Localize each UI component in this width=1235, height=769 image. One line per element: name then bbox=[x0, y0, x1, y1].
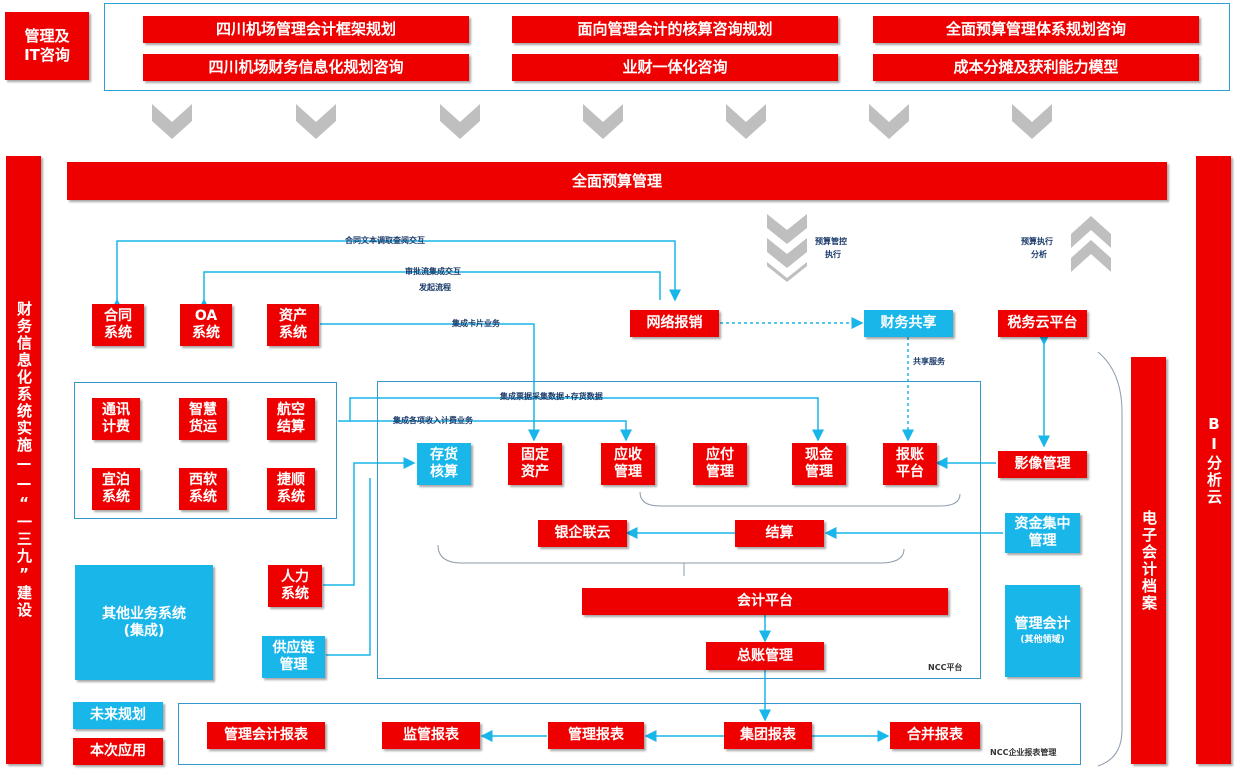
consulting-item: 全面预算管理体系规划咨询 bbox=[873, 16, 1199, 43]
aviation-settlement: 航空结算 bbox=[267, 398, 315, 440]
consulting-frame bbox=[104, 3, 1230, 91]
legend-current-application: 本次应用 bbox=[73, 738, 163, 765]
management-accounting: 管理会计 (其他领域) bbox=[1005, 585, 1080, 677]
bi-cloud-bar: BI分析云 bbox=[1196, 156, 1231, 764]
image-management: 影像管理 bbox=[998, 451, 1087, 478]
other-business-systems: 其他业务系统(集成) bbox=[75, 565, 213, 680]
fund-centralized-management: 资金集中管理 bbox=[1005, 513, 1080, 553]
settlement: 结算 bbox=[735, 520, 824, 547]
accounting-platform: 会计平台 bbox=[582, 588, 948, 615]
connector-lines bbox=[111, 240, 1050, 742]
report-group: 集团报表 bbox=[724, 722, 812, 749]
dotted-lines bbox=[720, 317, 914, 442]
jieshun-system: 捷顺系统 bbox=[267, 468, 315, 510]
business-systems-group bbox=[74, 382, 337, 519]
card-asset-note: 集成卡片业务 bbox=[452, 319, 500, 328]
budget-exec2-note: 预算执行 bbox=[1021, 237, 1053, 246]
parking-system: 宜泊系统 bbox=[92, 468, 140, 510]
consulting-item: 四川机场管理会计框架规划 bbox=[143, 16, 469, 43]
status-return-note: 发起流程 bbox=[419, 283, 451, 292]
supply-chain-management: 供应链管理 bbox=[262, 636, 325, 678]
budget-exec-note: 执行 bbox=[825, 250, 841, 259]
shared-service-note: 共享服务 bbox=[913, 357, 945, 366]
analysis-note: 分析 bbox=[1031, 250, 1047, 259]
consulting-item: 四川机场财务信息化规划咨询 bbox=[143, 54, 469, 81]
ncc-platform-frame bbox=[377, 381, 981, 679]
chevrons-down bbox=[152, 104, 1111, 282]
ncc-platform-label: NCC平台 bbox=[928, 663, 963, 672]
report-mgmt-accounting: 管理会计报表 bbox=[207, 722, 325, 749]
cash-management: 现金管理 bbox=[792, 443, 846, 485]
reports-frame bbox=[178, 703, 1081, 765]
telecom-billing: 通讯计费 bbox=[92, 398, 140, 440]
asset-system: 资产系统 bbox=[267, 304, 319, 346]
report-consolidated: 合并报表 bbox=[890, 722, 980, 749]
tax-cloud-platform: 税务云平台 bbox=[998, 310, 1087, 337]
consulting-item: 面向管理会计的核算咨询规划 bbox=[512, 16, 838, 43]
consulting-item: 成本分摊及获利能力模型 bbox=[873, 54, 1199, 81]
fee-income-note: 集成各项收入计费业务 bbox=[393, 416, 473, 425]
mgmt-it-consulting-label: 管理及 IT咨询 bbox=[5, 12, 89, 80]
budget-management-bar: 全面预算管理 bbox=[67, 162, 1167, 200]
invoice-data-note: 集成票据采集数据+存货数据 bbox=[500, 392, 603, 401]
consulting-item: 业财一体化咨询 bbox=[512, 54, 838, 81]
finance-it-implementation-bar: 财务信息化系统实施——“一三九”建设 bbox=[6, 156, 41, 764]
smart-cargo: 智慧货运 bbox=[179, 398, 227, 440]
ncc-report-label: NCC企业报表管理 bbox=[990, 748, 1057, 757]
payable-management: 应付管理 bbox=[693, 443, 747, 485]
fixed-assets: 固定资产 bbox=[508, 443, 562, 485]
bank-enterprise-cloud: 银企联云 bbox=[538, 520, 627, 547]
xiruan-system: 西软系统 bbox=[179, 468, 227, 510]
reimbursement-platform: 报账平台 bbox=[883, 443, 937, 485]
legend-future-planning: 未来规划 bbox=[73, 702, 163, 729]
budget-control-note: 预算管控 bbox=[815, 237, 847, 246]
network-reimbursement: 网络报销 bbox=[630, 310, 719, 337]
receivable-management: 应收管理 bbox=[601, 443, 655, 485]
approval-exchange-note: 审批流集成交互 bbox=[405, 267, 461, 276]
grey-braces bbox=[437, 351, 1123, 767]
e-archive-bar: 电子会计档案 bbox=[1131, 357, 1166, 764]
inventory-accounting: 存货核算 bbox=[417, 443, 471, 485]
report-regulatory: 监管报表 bbox=[382, 722, 480, 749]
hr-system: 人力系统 bbox=[268, 565, 322, 607]
report-management: 管理报表 bbox=[548, 722, 644, 749]
contract-exchange-note: 合同文本调取查阅交互 bbox=[345, 236, 425, 245]
financial-sharing: 财务共享 bbox=[864, 310, 953, 337]
contract-system: 合同系统 bbox=[92, 304, 144, 346]
general-ledger: 总账管理 bbox=[706, 642, 824, 670]
